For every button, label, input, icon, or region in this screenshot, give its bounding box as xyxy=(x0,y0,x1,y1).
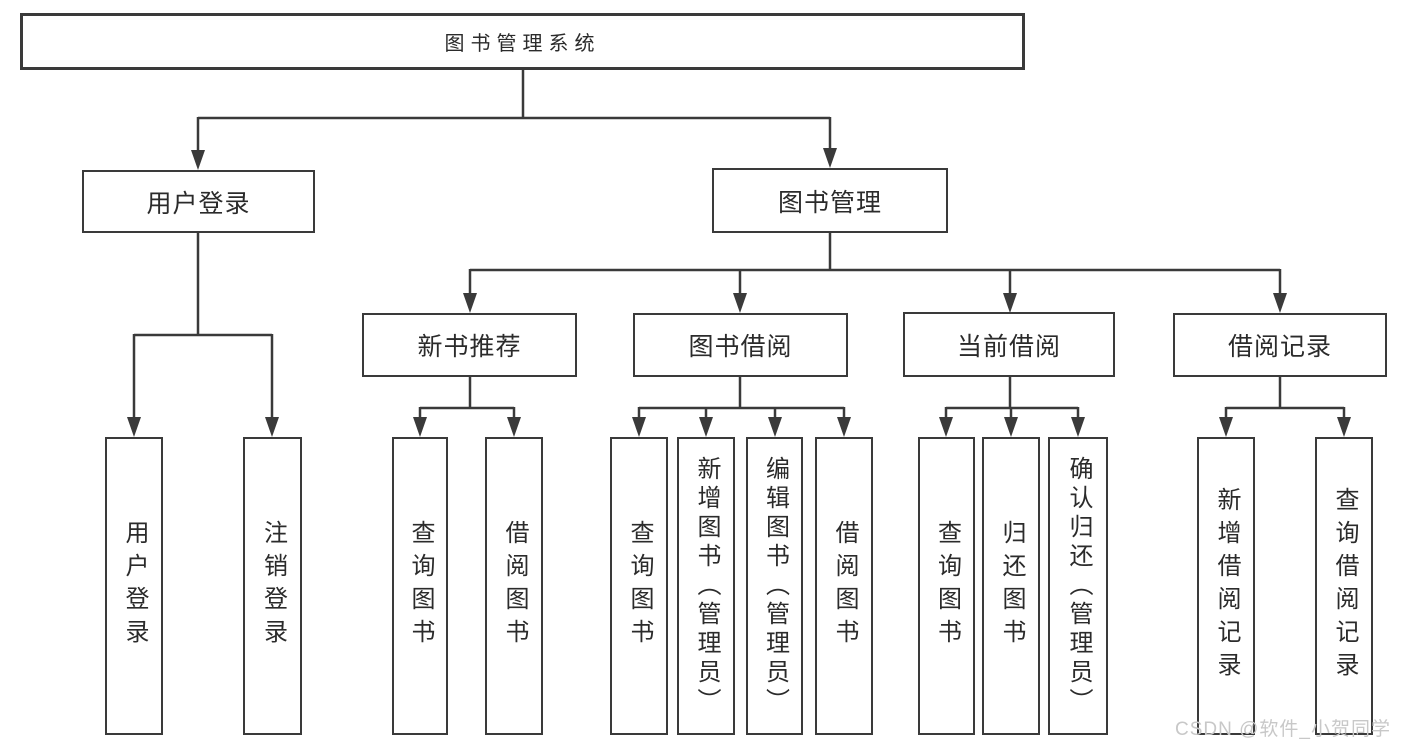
leaf-query-books-borrowing-label: 查询图书 xyxy=(626,520,653,652)
node-borrowing-records-label: 借阅记录 xyxy=(1227,333,1332,361)
csdn-watermark: CSDN @软件_小贺同学 xyxy=(1175,719,1391,740)
leaf-query-books-current: 查询图书 xyxy=(918,437,975,735)
leaf-borrow-books-borrowing: 借阅图书 xyxy=(815,437,873,735)
leaf-add-borrow-record-label: 新增借阅记录 xyxy=(1213,487,1240,685)
node-library-system: 图书管理系统 xyxy=(20,13,1025,70)
node-book-borrowing-label: 图书借阅 xyxy=(688,333,793,361)
leaf-query-borrow-record-label: 查询借阅记录 xyxy=(1331,487,1358,685)
node-current-borrowing-label: 当前借阅 xyxy=(956,332,1061,361)
node-new-book-recommend-label: 新书推荐 xyxy=(417,333,522,361)
node-book-borrowing: 图书借阅 xyxy=(633,313,848,377)
leaf-add-books-admin: 新增图书（管理员） xyxy=(677,437,735,735)
node-current-borrowing: 当前借阅 xyxy=(903,312,1115,377)
leaf-edit-books-admin: 编辑图书（管理员） xyxy=(746,437,803,735)
leaf-return-books: 归还图书 xyxy=(982,437,1040,735)
leaf-logout: 注销登录 xyxy=(243,437,302,735)
node-borrowing-records: 借阅记录 xyxy=(1173,313,1387,377)
leaf-confirm-return-admin-label: 确认归还（管理员） xyxy=(1065,455,1092,717)
node-library-system-label: 图书管理系统 xyxy=(444,33,601,55)
leaf-borrow-books-recommend-label: 借阅图书 xyxy=(501,520,528,652)
node-book-management-label: 图书管理 xyxy=(777,188,882,217)
arrowheads xyxy=(127,148,1351,437)
leaf-return-books-label: 归还图书 xyxy=(998,520,1025,652)
node-user-login-label: 用户登录 xyxy=(146,189,251,218)
leaf-edit-books-admin-label: 编辑图书（管理员） xyxy=(761,455,789,717)
leaf-query-books-current-label: 查询图书 xyxy=(933,520,961,652)
leaf-query-books-recommend-label: 查询图书 xyxy=(407,520,434,652)
leaf-user-login: 用户登录 xyxy=(105,437,163,735)
leaf-query-borrow-record: 查询借阅记录 xyxy=(1315,437,1373,735)
leaf-query-books-recommend: 查询图书 xyxy=(392,437,448,735)
leaf-logout-label: 注销登录 xyxy=(259,520,287,652)
node-user-login: 用户登录 xyxy=(82,170,315,233)
leaf-confirm-return-admin: 确认归还（管理员） xyxy=(1048,437,1108,735)
leaf-borrow-books-recommend: 借阅图书 xyxy=(485,437,543,735)
leaf-add-borrow-record: 新增借阅记录 xyxy=(1197,437,1255,735)
node-new-book-recommend: 新书推荐 xyxy=(362,313,577,377)
leaf-add-books-admin-label: 新增图书（管理员） xyxy=(693,455,720,717)
leaf-user-login-label: 用户登录 xyxy=(121,520,148,652)
leaf-borrow-books-borrowing-label: 借阅图书 xyxy=(831,520,858,652)
leaf-query-books-borrowing: 查询图书 xyxy=(610,437,668,735)
node-book-management: 图书管理 xyxy=(712,168,948,233)
